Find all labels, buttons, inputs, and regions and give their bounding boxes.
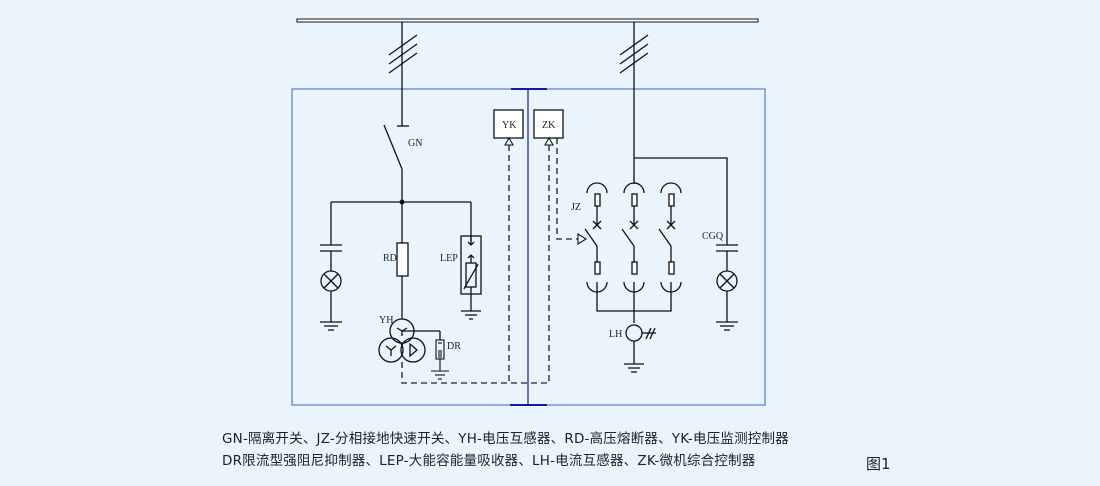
label-yh: YH [379,315,393,326]
label-gn: GN [408,138,422,149]
left-capacitor-indicator [320,202,342,331]
lep-energy-absorber [460,202,482,320]
rd-fuse [396,202,409,319]
ground-icon [716,321,738,331]
divider-line [510,88,547,406]
arrow-to-jz [577,233,588,245]
label-lh: LH [609,329,622,340]
legend-line-1: GN-隔离开关、JZ-分相接地快速开关、YH-电压互感器、RD-高压熔断器、YK… [222,431,789,447]
dr-damping-suppressor [431,339,449,380]
junction-bar [331,199,471,205]
label-cgq: CGQ [702,231,724,242]
label-lep: LEP [440,253,458,264]
phase-a [584,182,608,293]
ground-icon [461,310,481,320]
yk-controller [493,109,524,146]
ground-icon [320,321,342,331]
legend-line-2: DR限流型强阻尼抑制器、LEP-大能容能量吸收器、LH-电流互感器、ZK-微机综… [222,453,756,469]
figure-caption: 图1 [866,455,891,473]
zk-controller [533,109,564,146]
phase-b [621,182,645,293]
busbar [296,18,759,23]
left-feeder [388,22,418,126]
ground-icon [431,370,449,380]
right-feeder [619,22,728,245]
label-zk: ZK [542,120,556,131]
gn-isolating-switch [383,124,409,202]
phase-c [658,182,682,293]
legend: GN-隔离开关、JZ-分相接地快速开关、YH-电压互感器、RD-高压熔断器、YK… [222,428,789,472]
three-phase-mark-left [388,34,418,74]
yh-voltage-transformer [378,318,441,363]
lh-current-transformer [624,324,656,373]
label-jz: JZ [571,202,581,213]
label-dr: DR [447,341,461,352]
label-rd: RD [383,253,397,264]
three-phase-mark-right [619,34,649,74]
ground-icon [624,363,644,373]
control-signal-lines [401,138,578,384]
label-yk: YK [502,120,517,131]
cgq-sensor [716,244,738,331]
jz-phase-earthing-switch [584,182,682,323]
